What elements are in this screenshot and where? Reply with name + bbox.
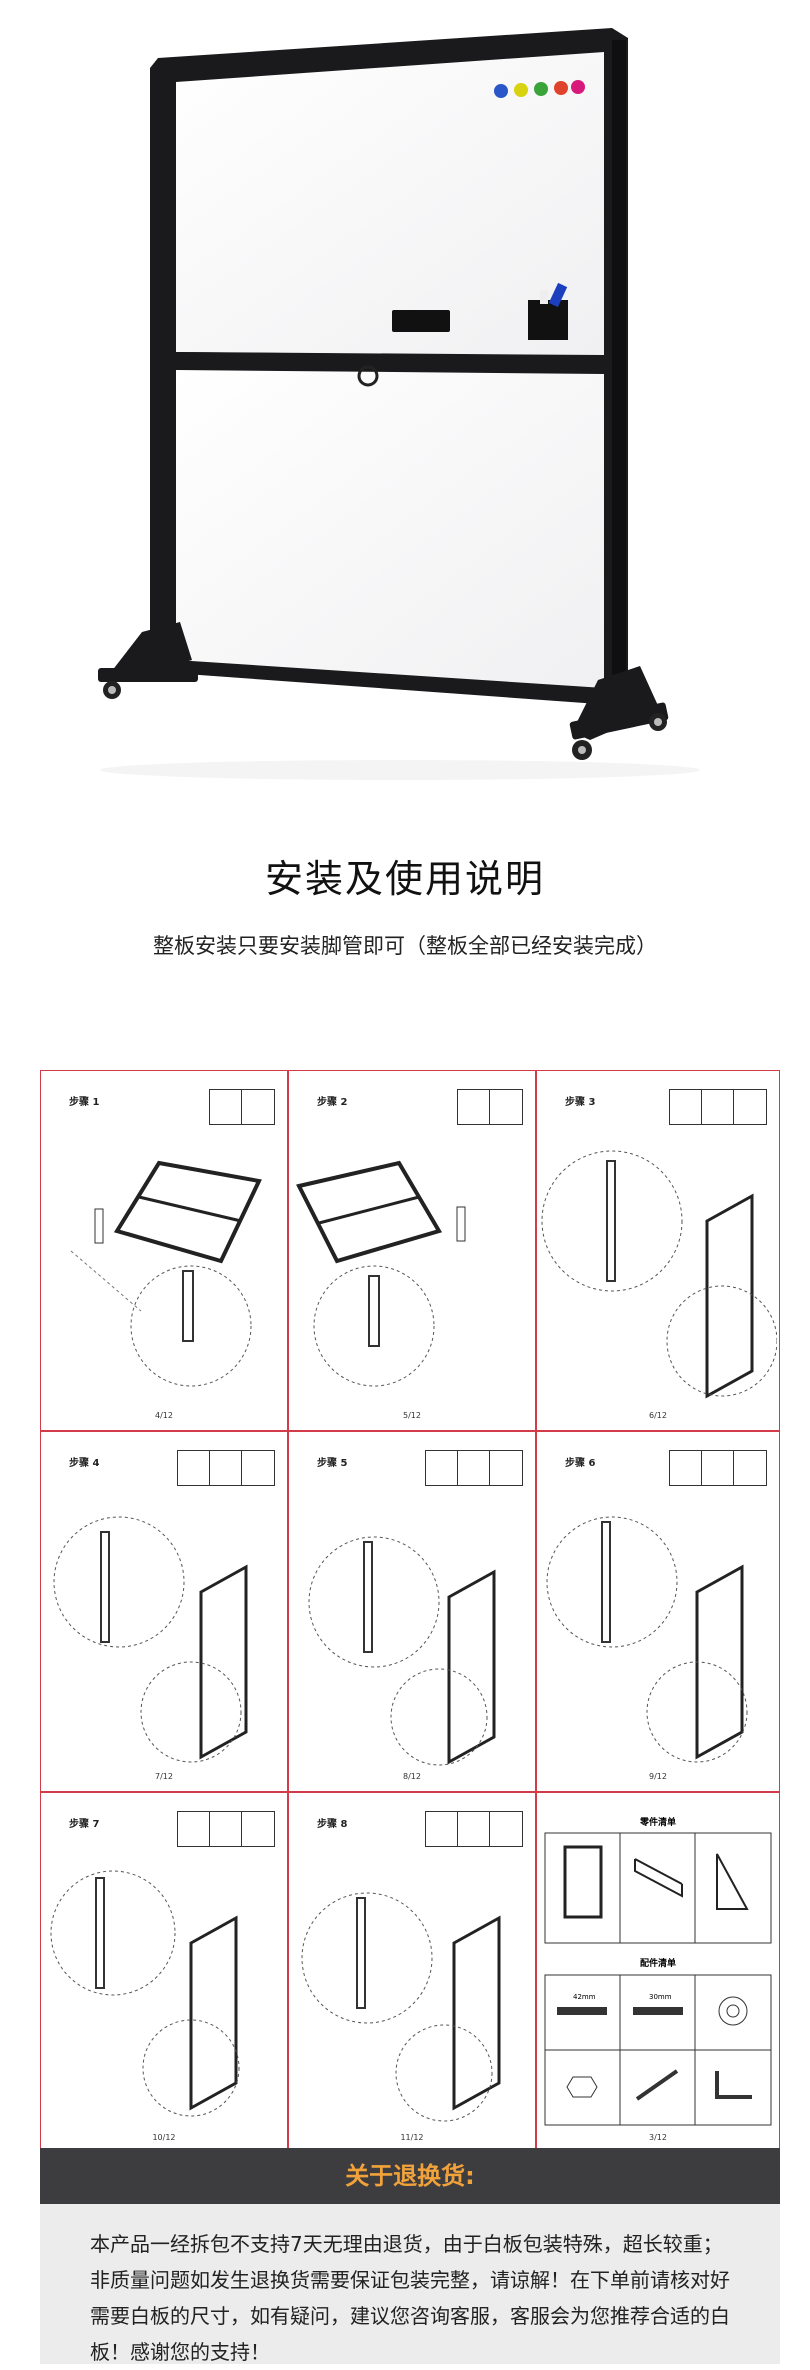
returns-notice: 本产品一经拆包不支持7天无理由退货，由于白板包装特殊，超长较重；非质量问题如发生… (40, 2204, 780, 2364)
step-panel-3: 步骤 3 6/12 (536, 1070, 780, 1431)
step-label: 步骤 8 (317, 1819, 348, 1830)
step-label: 步骤 5 (317, 1458, 348, 1469)
product-photo (0, 0, 810, 800)
step-diagram (70, 1160, 262, 1387)
parts-list-panel: 零件清单 配件清单 42mm 30mm 3/12 (536, 1792, 780, 2153)
page-number: 5/12 (403, 1411, 421, 1420)
step-diagram (53, 1516, 248, 1763)
step-panel-8: 步骤 8 11/12 (288, 1792, 536, 2153)
instruction-grid: 步骤 1 4/12 步骤 2 5/12 步骤 3 (40, 1070, 780, 2153)
step-label: 步骤 6 (565, 1458, 596, 1469)
page-number: 9/12 (649, 1772, 667, 1781)
page-number: 7/12 (155, 1772, 173, 1781)
step-diagram (541, 1150, 777, 1399)
step-panel-7: 步骤 7 10/12 (40, 1792, 288, 2153)
parts-legend (425, 1811, 523, 1847)
page-number: 11/12 (400, 2133, 424, 2142)
page-number: 6/12 (649, 1411, 667, 1420)
parts-legend (457, 1089, 523, 1125)
step-label: 步骤 7 (69, 1819, 100, 1830)
parts-legend (177, 1450, 275, 1486)
parts-legend (177, 1811, 275, 1847)
dimension-label: 30mm (649, 1993, 672, 2001)
parts-diagram (544, 1832, 772, 1944)
parts-legend (669, 1450, 767, 1486)
parts-legend (669, 1089, 767, 1125)
step-diagram (301, 1892, 501, 2122)
parts-legend (209, 1089, 275, 1125)
step-panel-1: 步骤 1 4/12 (40, 1070, 288, 1431)
page-number: 8/12 (403, 1772, 421, 1781)
step-label: 步骤 4 (69, 1458, 100, 1469)
parts-list-title: 零件清单 (639, 1818, 676, 1828)
step-panel-6: 步骤 6 9/12 (536, 1431, 780, 1792)
page-number: 4/12 (155, 1411, 173, 1420)
step-diagram (308, 1536, 496, 1766)
step-diagram (296, 1160, 466, 1387)
step-panel-2: 步骤 2 5/12 (288, 1070, 536, 1431)
step-label: 步骤 2 (317, 1097, 348, 1108)
step-diagram (50, 1870, 240, 2117)
parts-legend (425, 1450, 523, 1486)
step-label: 步骤 3 (565, 1097, 596, 1108)
returns-banner: 关于退换货: (40, 2148, 780, 2204)
fittings-list-title: 配件清单 (639, 1959, 676, 1969)
section-title: 安装及使用说明 (264, 857, 545, 901)
page-number: 3/12 (649, 2133, 667, 2142)
dimension-label: 42mm (573, 1993, 596, 2001)
fittings-diagram (544, 1974, 772, 2126)
step-panel-5: 步骤 5 8/12 (288, 1431, 536, 1792)
page-number: 10/12 (152, 2133, 176, 2142)
returns-notice-text: 本产品一经拆包不支持7天无理由退货，由于白板包装特殊，超长较重；非质量问题如发生… (90, 2232, 730, 2364)
step-label: 步骤 1 (69, 1097, 100, 1108)
section-subtitle: 整板安装只要安装脚管即可（整板全部已经安装完成） (153, 934, 657, 958)
step-panel-4: 步骤 4 7/12 (40, 1431, 288, 1792)
step-diagram (546, 1516, 748, 1763)
